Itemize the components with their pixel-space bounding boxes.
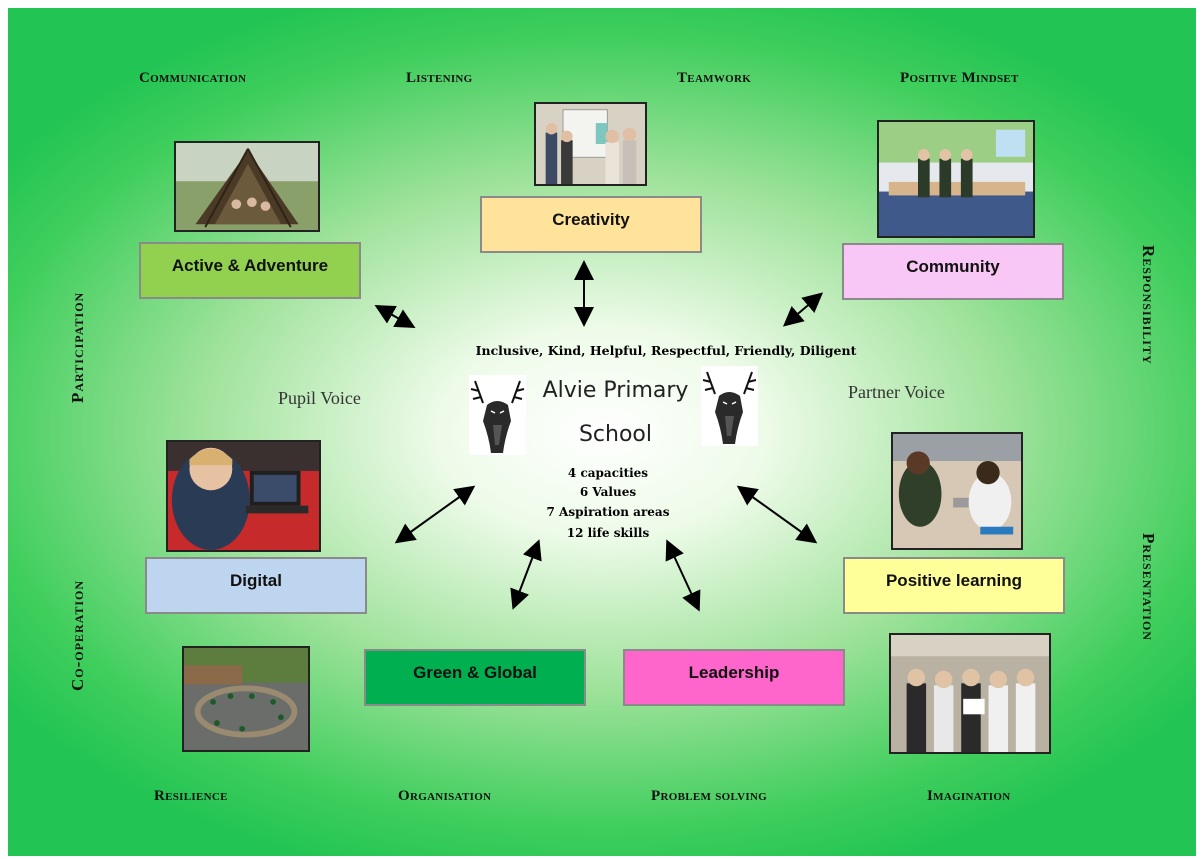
life-skills-text: 12 life skills xyxy=(566,526,650,540)
skill-communication: Communication xyxy=(139,70,247,86)
arrow-community xyxy=(782,292,824,327)
photo-digital xyxy=(166,440,321,552)
school-values: Inclusive, Kind, Helpful, Respectful, Fr… xyxy=(475,343,857,358)
photo-positive-learning xyxy=(891,432,1023,550)
area-leadership-label: Leadership xyxy=(688,663,780,682)
arrow-layer xyxy=(374,260,824,612)
skill-teamwork: Teamwork xyxy=(677,70,752,86)
area-positive-learning-label: Positive learning xyxy=(885,571,1023,590)
stag-head-icon xyxy=(469,375,526,455)
arrow-active xyxy=(374,305,416,328)
values-count-text: 6 Values xyxy=(579,485,637,499)
area-digital-box: Digital xyxy=(145,557,367,614)
area-leadership-box: Leadership xyxy=(623,649,845,706)
skill-responsibility: Responsibility xyxy=(1139,245,1158,365)
pupil-voice: Pupil Voice xyxy=(278,388,361,408)
area-green-global-label: Green & Global xyxy=(413,663,537,682)
area-community-label: Community xyxy=(906,257,1000,276)
aspiration-text: 7 Aspiration areas xyxy=(546,505,670,519)
skill-cooperation: Co-operation xyxy=(68,579,87,691)
area-creativity-box: Creativity xyxy=(480,196,702,253)
area-green-global-box: Green & Global xyxy=(364,649,586,706)
skill-resilience: Resilience xyxy=(154,788,228,804)
arrow-positive-learning xyxy=(736,485,818,544)
area-active-box: Active & Adventure xyxy=(139,242,361,299)
capacities-text: 4 capacities xyxy=(567,466,649,480)
partner-voice: Partner Voice xyxy=(848,382,945,402)
arrow-leadership xyxy=(665,539,701,612)
poster: Communication Listening Teamwork Positiv… xyxy=(8,8,1196,856)
area-active-label: Active & Adventure xyxy=(171,256,329,275)
area-digital-label: Digital xyxy=(230,571,282,590)
photo-leadership-group xyxy=(889,633,1051,754)
photo-community xyxy=(877,120,1035,238)
school-name-line1: Alvie Primary xyxy=(542,378,689,403)
photo-creativity xyxy=(534,102,647,186)
stag-head-icon xyxy=(701,366,758,446)
skill-imagination: Imagination xyxy=(927,788,1011,804)
skill-problem-solving: Problem solving xyxy=(651,788,768,804)
photo-den-building xyxy=(174,141,320,232)
skill-organisation: Organisation xyxy=(398,788,492,804)
area-creativity-label: Creativity xyxy=(552,210,630,229)
area-community-box: Community xyxy=(842,243,1064,300)
skill-positive-mindset: Positive Mindset xyxy=(900,70,1019,86)
school-name-line2: School xyxy=(578,422,653,447)
skill-presentation: Presentation xyxy=(1139,533,1158,641)
skill-listening: Listening xyxy=(406,70,473,86)
photo-resilience xyxy=(182,646,310,752)
arrow-green xyxy=(510,539,542,610)
skill-participation: Participation xyxy=(68,291,87,403)
area-positive-learning-box: Positive learning xyxy=(843,557,1065,614)
arrow-digital xyxy=(394,485,476,544)
